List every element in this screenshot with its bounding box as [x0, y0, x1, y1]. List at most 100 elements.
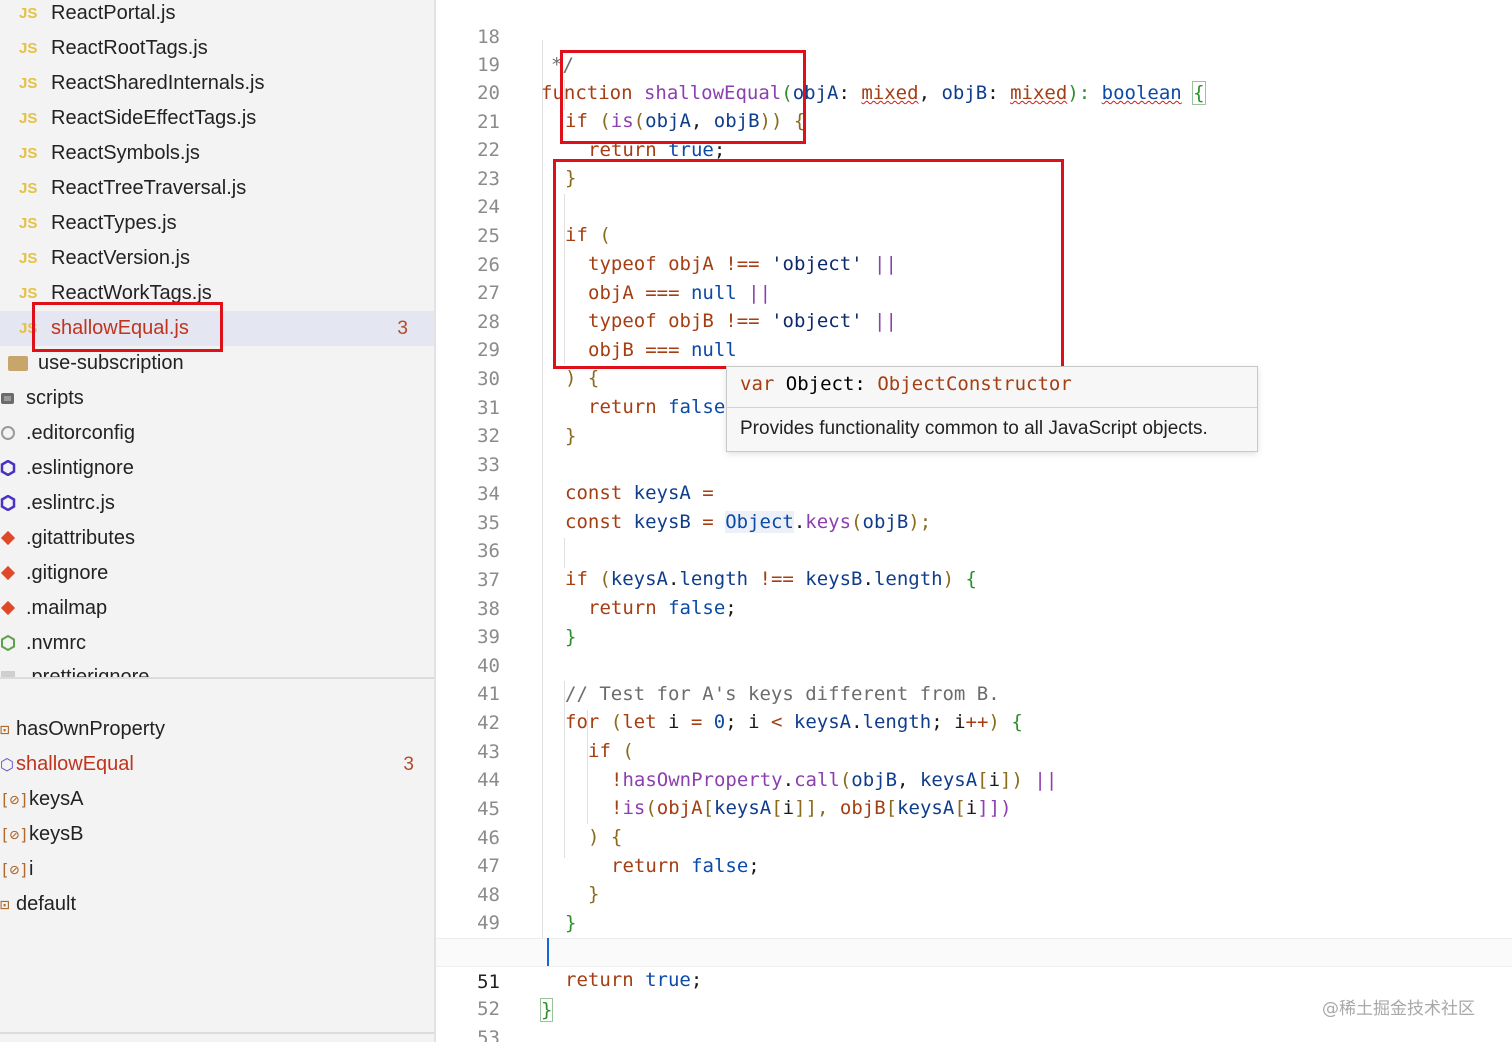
- line-content: return false;: [588, 597, 737, 620]
- code-line: 18 */: [436, 0, 1512, 77]
- code-line: 46 return false;: [436, 795, 1512, 878]
- code-line: 33 const keysA =: [436, 422, 1512, 505]
- line-number: 22: [477, 138, 500, 161]
- line-number: 31: [477, 396, 500, 419]
- js-file-icon: JS: [19, 180, 38, 197]
- line-number: 34: [477, 482, 500, 505]
- symbol-name: keysA: [29, 788, 84, 810]
- line-number: 44: [477, 768, 500, 791]
- line-content: if (: [588, 740, 634, 763]
- outline-item[interactable]: ⊡ default: [0, 887, 434, 922]
- outline-item[interactable]: ⊡ hasOwnProperty: [0, 712, 434, 747]
- file-item[interactable]: .gitignore: [0, 556, 434, 591]
- function-icon: ⬡: [0, 755, 14, 774]
- variable-icon: [⊘]: [0, 790, 29, 809]
- hover-tooltip: var Object: ObjectConstructor Provides f…: [726, 366, 1258, 452]
- file-item[interactable]: .eslintignore: [0, 451, 434, 486]
- folder-icon: [8, 356, 28, 371]
- line-content: const keysB = Object.keys(objB);: [565, 511, 932, 534]
- js-file-icon: JS: [19, 215, 38, 232]
- js-file-icon: JS: [19, 250, 38, 267]
- method-icon: ⊡: [0, 720, 10, 739]
- item-name: .mailmap: [26, 597, 108, 619]
- file-item[interactable]: .editorconfig: [0, 416, 434, 451]
- code-line: 25 typeof objA !== 'object' ||: [436, 193, 1512, 276]
- file-name: ReactSharedInternals.js: [51, 72, 265, 94]
- line-content: }: [565, 167, 577, 190]
- line-content: typeof objA !== 'object' ||: [588, 253, 897, 276]
- file-item[interactable]: .mailmap: [0, 591, 434, 626]
- file-item[interactable]: JS ReactRootTags.js: [0, 31, 434, 66]
- line-number: 40: [477, 654, 500, 677]
- line-number: 20: [477, 81, 500, 104]
- code-line: 23: [436, 136, 1512, 190]
- line-number: 45: [477, 797, 500, 820]
- indent-guide: [564, 80, 565, 110]
- panel-divider: [0, 1032, 434, 1034]
- file-name: ReactPortal.js: [51, 2, 176, 24]
- code-line: 34 const keysB = Object.keys(objB);: [436, 451, 1512, 534]
- code-line: 27 typeof objB !== 'object' ||: [436, 250, 1512, 333]
- js-file-icon: JS: [19, 145, 38, 162]
- code-line: 26 objA === null ||: [436, 222, 1512, 305]
- file-name: ReactRootTags.js: [51, 37, 208, 59]
- line-content: function shallowEqual(objA: mixed, objB:…: [541, 81, 1206, 106]
- variable-icon: [⊘]: [0, 860, 29, 879]
- indent-guide: [564, 538, 565, 568]
- folder-item-scripts[interactable]: scripts: [0, 381, 434, 416]
- folder-item[interactable]: use-subscription: [0, 346, 434, 381]
- code-editor[interactable]: 18 */ 19 function shallowEqual(objA: mix…: [436, 0, 1512, 1042]
- line-number: 32: [477, 424, 500, 447]
- code-line: 24 if (: [436, 164, 1512, 247]
- line-number: 49: [477, 911, 500, 934]
- code-line: 52: [436, 966, 1512, 1020]
- outline-item[interactable]: [⊘] keysB: [0, 817, 434, 852]
- file-item-shallowequal[interactable]: JS shallowEqual.js 3: [0, 311, 434, 346]
- line-number: 19: [477, 53, 500, 76]
- outline-item[interactable]: [⊘] keysA: [0, 782, 434, 817]
- line-number: 18: [477, 25, 500, 48]
- folder-name: use-subscription: [38, 352, 184, 374]
- file-name: ReactWorkTags.js: [51, 282, 212, 304]
- file-item[interactable]: .eslintrc.js: [0, 486, 434, 521]
- line-content: // Test for A's keys different from B.: [565, 683, 1000, 706]
- line-content: return true;: [588, 139, 726, 162]
- code-line: 42 if (: [436, 680, 1512, 763]
- code-line: 44 !is(objA[keysA[i]], objB[keysA[i]]): [436, 737, 1512, 820]
- symbol-name: keysB: [29, 823, 84, 845]
- code-line: 40 // Test for A's keys different from B…: [436, 623, 1512, 706]
- folder-scripts-icon: [1, 393, 14, 404]
- file-item[interactable]: JS ReactTreeTraversal.js: [0, 171, 434, 206]
- tooltip-doc: Provides functionality common to all Jav…: [740, 418, 1208, 439]
- code-line: 35: [436, 480, 1512, 534]
- code-line: 21 return true;: [436, 79, 1512, 162]
- file-item[interactable]: JS ReactSymbols.js: [0, 136, 434, 171]
- file-name: ReactSymbols.js: [51, 142, 200, 164]
- file-item[interactable]: JS ReactSharedInternals.js: [0, 66, 434, 101]
- file-item[interactable]: .gitattributes: [0, 521, 434, 556]
- file-item[interactable]: JS ReactTypes.js: [0, 206, 434, 241]
- file-item[interactable]: JS ReactWorkTags.js: [0, 276, 434, 311]
- line-content: objB === null: [588, 339, 737, 362]
- file-name: ReactTypes.js: [51, 212, 177, 234]
- line-number: 37: [477, 568, 500, 591]
- outline-item-shallowequal[interactable]: ⬡ shallowEqual 3: [0, 747, 434, 782]
- file-item[interactable]: .nvmrc: [0, 626, 434, 661]
- file-item[interactable]: JS ReactVersion.js: [0, 241, 434, 276]
- js-file-icon: JS: [19, 285, 38, 302]
- file-item[interactable]: JS ReactSideEffectTags.js: [0, 101, 434, 136]
- line-number: 48: [477, 883, 500, 906]
- code-line: 39: [436, 594, 1512, 648]
- text-cursor: [547, 938, 549, 966]
- line-number: 38: [477, 597, 500, 620]
- file-item-partial[interactable]: .prettierignore: [0, 660, 434, 677]
- file-name: ReactVersion.js: [51, 247, 190, 269]
- indent-guide: [564, 681, 565, 858]
- outline-item[interactable]: [⊘] i: [0, 852, 434, 887]
- item-name: .gitattributes: [26, 527, 135, 549]
- line-content: for (let i = 0; i < keysA.length; i++) {: [565, 711, 1023, 734]
- code-line: 29 ) {: [436, 307, 1512, 390]
- file-item[interactable]: JS ReactPortal.js: [0, 0, 434, 31]
- line-content: }: [539, 998, 554, 1023]
- indent-guide: [564, 194, 565, 364]
